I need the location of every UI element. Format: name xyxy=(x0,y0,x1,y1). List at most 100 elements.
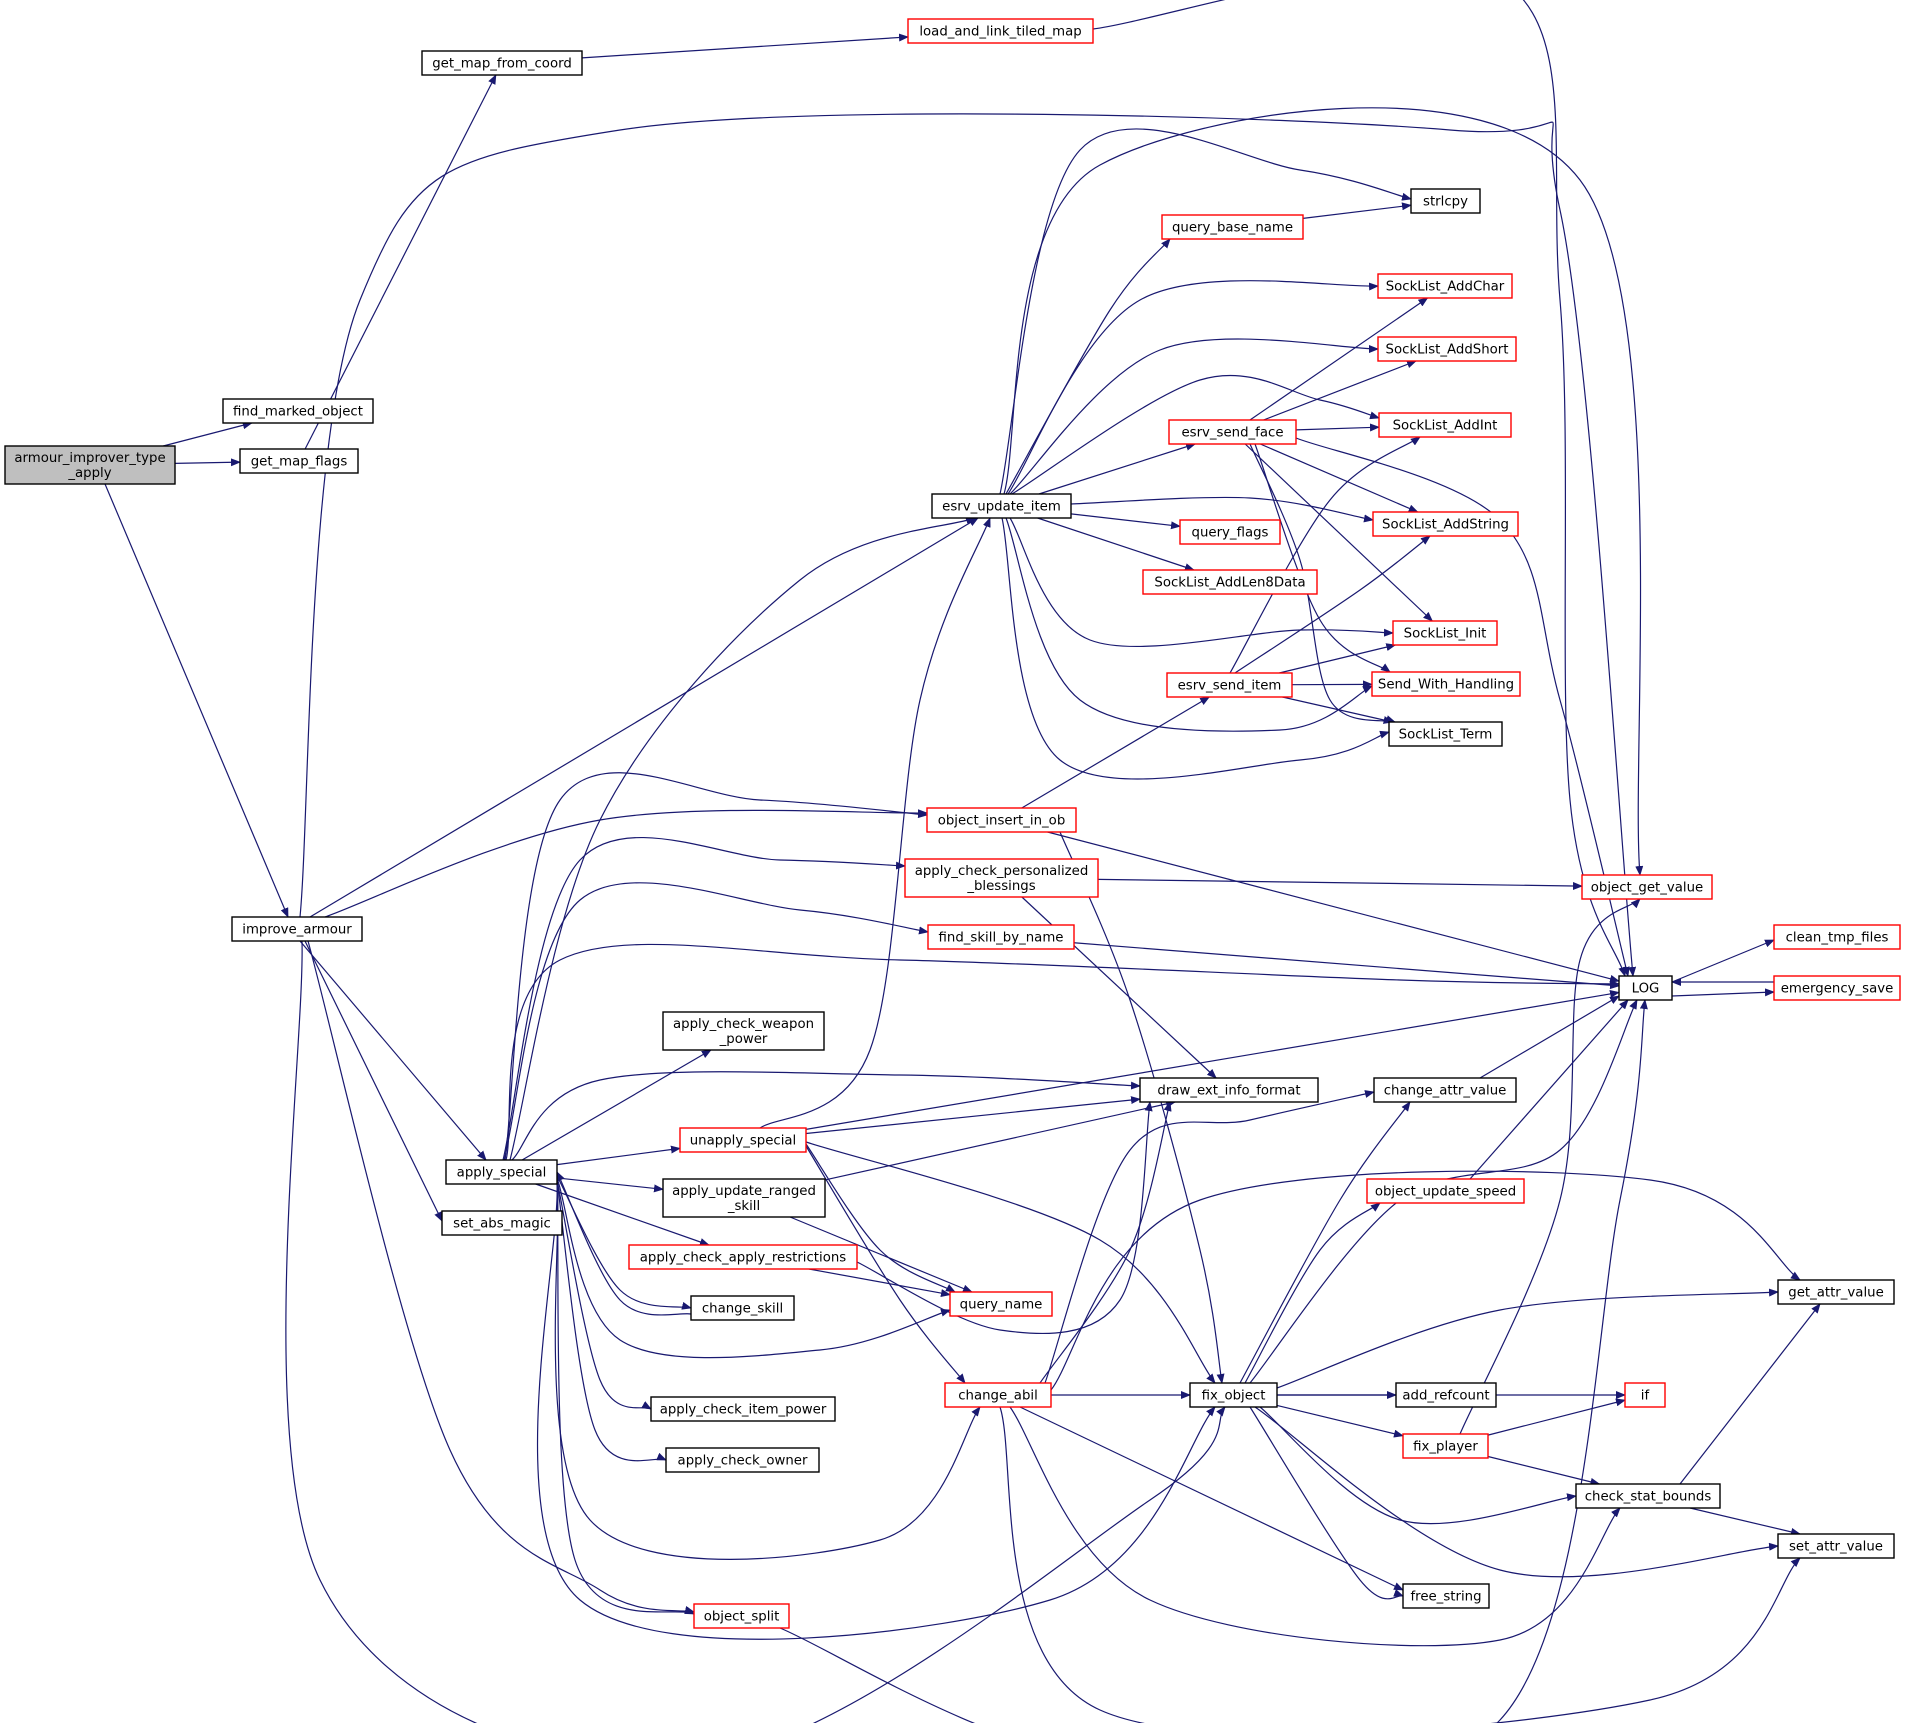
node-load-and-link[interactable]: load_and_link_tiled_map xyxy=(907,18,1094,44)
edge-esrv_update_item-to-SockList_Init xyxy=(1009,517,1394,648)
edge-improve_armour-to-object_split xyxy=(307,940,695,1614)
edge-esrv_update_item-to-query_flags xyxy=(1070,513,1181,530)
node-apply-update-ranged-skill[interactable]: apply_update_ranged_skill xyxy=(662,1178,826,1218)
node-socklist-addchar[interactable]: SockList_AddChar xyxy=(1377,273,1513,299)
node-get-map-from-coord[interactable]: get_map_from_coord xyxy=(421,50,583,76)
node-box xyxy=(690,1295,795,1321)
node-log[interactable]: LOG xyxy=(1618,975,1673,1001)
node-get-map-flags[interactable]: get_map_flags xyxy=(239,448,359,474)
node-socklist-term[interactable]: SockList_Term xyxy=(1388,721,1503,747)
node-object-update-speed[interactable]: object_update_speed xyxy=(1366,1178,1525,1204)
node-object-get-value[interactable]: object_get_value xyxy=(1581,874,1713,900)
node-query-base-name[interactable]: query_base_name xyxy=(1161,214,1304,240)
node-free-string[interactable]: free_string xyxy=(1402,1583,1490,1609)
node-box xyxy=(1402,1433,1489,1459)
node-socklist-addshort[interactable]: SockList_AddShort xyxy=(1377,336,1517,362)
edge-change_attr_value-to-LOG xyxy=(1479,995,1620,1079)
node-label: apply_check_personalized xyxy=(915,864,1089,879)
edge-esrv_send_item-to-SockList_Init xyxy=(1279,643,1397,674)
edge-esrv_send_face-to-LOG xyxy=(1295,437,1630,977)
node-esrv-send-item[interactable]: esrv_send_item xyxy=(1166,672,1293,698)
node-socklist-addint[interactable]: SockList_AddInt xyxy=(1378,412,1512,438)
edge-change_skill-to-apply_special xyxy=(556,1171,692,1316)
edge-fix_object-to-fix_player xyxy=(1276,1404,1404,1438)
node-fix-player[interactable]: fix_player xyxy=(1402,1433,1489,1459)
node-apply-special[interactable]: apply_special xyxy=(445,1159,558,1185)
node-box xyxy=(1168,419,1297,445)
node-apply-check-item-power[interactable]: apply_check_item_power xyxy=(650,1396,836,1422)
node-object-insert-in-ob[interactable]: object_insert_in_ob xyxy=(926,807,1077,833)
node-find-skill-by-name[interactable]: find_skill_by_name xyxy=(927,924,1075,950)
edge-change_abil-to-free_string xyxy=(1019,1406,1404,1591)
node-apply-check-owner[interactable]: apply_check_owner xyxy=(665,1447,820,1473)
node-query-name[interactable]: query_name xyxy=(949,1291,1053,1317)
edge-change_abil-to-set_attr_value xyxy=(999,1406,1801,1723)
node-fix-object[interactable]: fix_object xyxy=(1189,1382,1278,1408)
node-label: get_attr_value xyxy=(1788,1286,1884,1301)
node-change-attr-value[interactable]: change_attr_value xyxy=(1373,1077,1517,1103)
edge-esrv_send_item-to-SockList_AddInt xyxy=(1229,436,1421,674)
node-label: emergency_save xyxy=(1781,982,1894,997)
node-send-with-handling[interactable]: Send_With_Handling xyxy=(1371,671,1521,697)
node-object-split[interactable]: object_split xyxy=(693,1603,790,1629)
node-strlcpy[interactable]: strlcpy xyxy=(1410,188,1481,214)
node-esrv-send-face[interactable]: esrv_send_face xyxy=(1168,419,1297,445)
node-set-attr-value[interactable]: set_attr_value xyxy=(1777,1533,1895,1559)
node-box xyxy=(628,1244,858,1270)
edge-esrv_send_face-to-SockList_Init xyxy=(1244,443,1434,622)
node-box xyxy=(1773,975,1901,1001)
node-box xyxy=(441,1210,563,1236)
node-apply-check-weapon-power[interactable]: apply_check_weapon_power xyxy=(662,1011,825,1051)
node-box xyxy=(944,1382,1052,1408)
edge-change_abil-to-change_attr_value xyxy=(1044,1090,1375,1384)
node-set-abs-magic[interactable]: set_abs_magic xyxy=(441,1210,563,1236)
node-apply-check-personalized[interactable]: apply_check_personalized_blessings xyxy=(904,858,1099,898)
edge-unapply_special-to-change_abil xyxy=(805,1145,966,1384)
node-box xyxy=(1166,672,1293,698)
node-improve-armour[interactable]: improve_armour xyxy=(231,916,363,942)
node-label: strlcpy xyxy=(1423,195,1468,210)
node-if[interactable]: if xyxy=(1624,1382,1666,1408)
node-label: object_insert_in_ob xyxy=(938,814,1066,829)
node-emergency-save[interactable]: emergency_save xyxy=(1773,975,1901,1001)
node-clean-tmp-files[interactable]: clean_tmp_files xyxy=(1773,924,1901,950)
node-add-refcount[interactable]: add_refcount xyxy=(1395,1382,1497,1408)
node-socklist-addstring[interactable]: SockList_AddString xyxy=(1372,511,1519,537)
node-draw-ext-info-format[interactable]: draw_ext_info_format xyxy=(1139,1077,1319,1103)
node-box xyxy=(1139,1077,1319,1103)
edge-esrv_update_item-to-SockList_Term xyxy=(1001,517,1390,780)
node-label: Send_With_Handling xyxy=(1378,678,1514,693)
node-get-attr-value[interactable]: get_attr_value xyxy=(1777,1279,1895,1305)
node-box xyxy=(239,448,359,474)
node-socklist-init[interactable]: SockList_Init xyxy=(1392,620,1498,646)
edge-unapply_special-to-esrv_update_item xyxy=(759,517,991,1129)
node-box xyxy=(1618,975,1673,1001)
edge-check_stat_bounds-to-set_attr_value xyxy=(1689,1507,1801,1536)
edges-layer xyxy=(104,0,1821,1723)
node-apply-check-apply-restrictions[interactable]: apply_check_apply_restrictions xyxy=(628,1244,858,1270)
node-socklist-addlen8data[interactable]: SockList_AddLen8Data xyxy=(1142,569,1318,595)
edge-esrv_update_item-to-SockList_AddLen8Data xyxy=(1037,517,1195,571)
node-label: free_string xyxy=(1410,1590,1481,1605)
edge-apply_special-to-query_name xyxy=(556,1177,951,1359)
edge-apply_special-to-apply_check_apply_restrictions xyxy=(535,1183,710,1246)
edge-apply_check_personalized-to-object_get_value xyxy=(1097,878,1583,890)
edge-apply_special-to-apply_check_owner xyxy=(556,1180,667,1462)
edge-object_insert_in_ob-to-LOG xyxy=(1047,831,1620,983)
node-find-marked[interactable]: find_marked_object xyxy=(222,398,374,424)
edge-change_abil-to-draw_ext_info_format xyxy=(1039,1101,1172,1384)
node-change-abil[interactable]: change_abil xyxy=(944,1382,1052,1408)
node-label: apply_special xyxy=(457,1166,547,1181)
node-label: apply_check_weapon xyxy=(673,1017,814,1032)
node-check-stat-bounds[interactable]: check_stat_bounds xyxy=(1575,1483,1721,1509)
node-box xyxy=(1377,273,1513,299)
node-change-skill[interactable]: change_skill xyxy=(690,1295,795,1321)
node-unapply-special[interactable]: unapply_special xyxy=(679,1127,807,1153)
node-label: SockList_Term xyxy=(1399,728,1493,743)
node-query-flags[interactable]: query_flags xyxy=(1179,519,1281,545)
edge-fix_object-to-free_string xyxy=(1249,1406,1404,1600)
node-label: fix_object xyxy=(1202,1389,1266,1404)
node-esrv-update-item[interactable]: esrv_update_item xyxy=(931,493,1072,519)
node-label: _power xyxy=(719,1032,768,1047)
node-box xyxy=(904,858,1099,898)
